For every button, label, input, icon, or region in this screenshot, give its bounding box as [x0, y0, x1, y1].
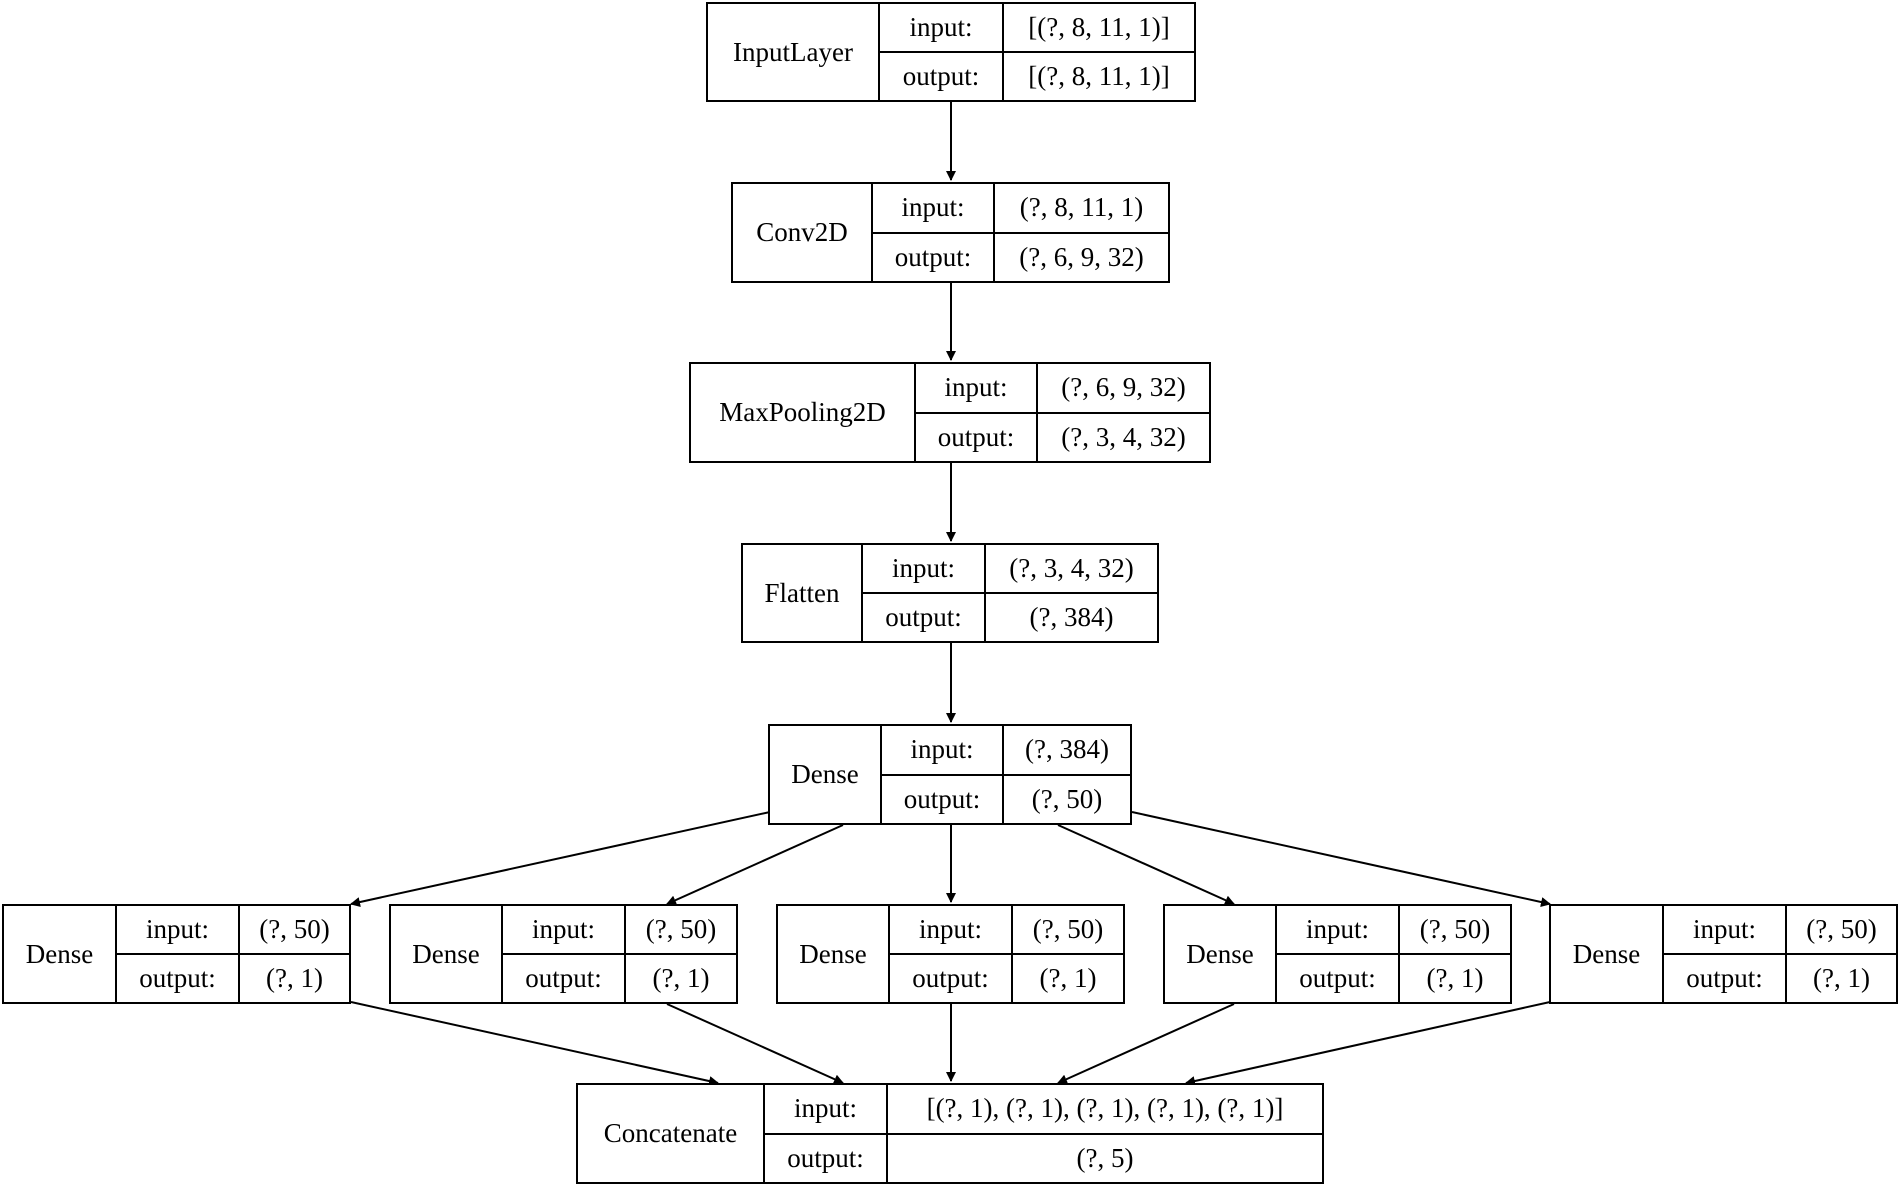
- input-shape: (?, 50): [626, 906, 736, 955]
- output-shape: (?, 1): [1426, 963, 1484, 993]
- input-shape: (?, 6, 9, 32): [1038, 364, 1209, 414]
- layer-name: Dense: [1551, 906, 1664, 1002]
- input-label: input:: [1277, 906, 1398, 955]
- output-shape: (?, 50): [1031, 783, 1103, 814]
- input-shape: [(?, 8, 11, 1)]: [1004, 4, 1194, 53]
- input-label: input:: [1664, 906, 1785, 955]
- layer-node-flatten: Flatten input: output: (?, 3, 4, 32) (?,…: [741, 543, 1159, 643]
- output-label: output:: [139, 963, 216, 993]
- layer-name: InputLayer: [708, 4, 880, 100]
- layer-name: Dense: [778, 906, 890, 1002]
- input-shape: (?, 3, 4, 32): [986, 545, 1157, 594]
- output-label: output:: [885, 602, 962, 632]
- input-label: input:: [882, 726, 1002, 776]
- layer-node-dense-hidden: Dense input: output: (?, 384) (?, 50): [768, 724, 1132, 825]
- layer-name: Dense: [1165, 906, 1277, 1002]
- output-shape: (?, 5): [1076, 1142, 1134, 1173]
- layer-node-dense-branch-1: Dense input: output: (?, 50) (?, 1): [2, 904, 351, 1004]
- edge-arrow-5: [350, 811, 771, 907]
- layer-name: Dense: [4, 906, 117, 1002]
- output-label: output:: [1299, 963, 1376, 993]
- output-label: output:: [787, 1142, 864, 1173]
- output-label: output:: [902, 61, 980, 91]
- edge-arrow-9: [1131, 811, 1551, 907]
- output-shape: (?, 1): [1039, 963, 1097, 993]
- input-label: input:: [880, 4, 1002, 53]
- input-label: input:: [503, 906, 624, 955]
- output-shape: (?, 1): [1813, 963, 1870, 993]
- output-label: output:: [1686, 963, 1763, 993]
- edge-arrow-6: [666, 824, 844, 905]
- layer-name: Dense: [770, 726, 882, 823]
- layer-node-conv2d: Conv2D input: output: (?, 8, 11, 1) (?, …: [731, 182, 1170, 283]
- input-shape: (?, 50): [1400, 906, 1510, 955]
- output-label: output:: [525, 963, 602, 993]
- edge-arrow-11: [666, 1003, 844, 1084]
- layer-name: Flatten: [743, 545, 863, 641]
- input-label: input:: [890, 906, 1011, 955]
- layer-name: Dense: [391, 906, 503, 1002]
- input-shape: (?, 50): [1013, 906, 1123, 955]
- layer-node-dense-branch-2: Dense input: output: (?, 50) (?, 1): [389, 904, 738, 1004]
- layer-node-dense-branch-5: Dense input: output: (?, 50) (?, 1): [1549, 904, 1898, 1004]
- input-shape: (?, 50): [1787, 906, 1896, 955]
- layer-node-concatenate: Concatenate input: output: [(?, 1), (?, …: [576, 1083, 1324, 1184]
- layer-node-dense-branch-4: Dense input: output: (?, 50) (?, 1): [1163, 904, 1512, 1004]
- layer-node-maxpooling2d: MaxPooling2D input: output: (?, 6, 9, 32…: [689, 362, 1211, 463]
- output-label: output:: [937, 421, 1015, 452]
- input-label: input:: [765, 1085, 886, 1135]
- input-shape: (?, 50): [240, 906, 349, 955]
- output-shape: (?, 1): [652, 963, 710, 993]
- layer-node-dense-branch-3: Dense input: output: (?, 50) (?, 1): [776, 904, 1125, 1004]
- output-shape: (?, 6, 9, 32): [1019, 241, 1144, 272]
- input-label: input:: [117, 906, 238, 955]
- output-label: output:: [894, 241, 972, 272]
- layer-node-inputlayer: InputLayer input: output: [(?, 8, 11, 1)…: [706, 2, 1196, 102]
- input-label: input:: [863, 545, 984, 594]
- input-shape: (?, 384): [1004, 726, 1130, 776]
- output-shape: (?, 384): [1029, 602, 1114, 632]
- input-shape: (?, 8, 11, 1): [995, 184, 1168, 234]
- output-label: output:: [912, 963, 989, 993]
- input-label: input:: [916, 364, 1036, 414]
- input-shape: [(?, 1), (?, 1), (?, 1), (?, 1), (?, 1)]: [888, 1085, 1322, 1135]
- layer-name: MaxPooling2D: [691, 364, 916, 461]
- edge-arrow-13: [1057, 1003, 1235, 1084]
- input-label: input:: [873, 184, 993, 234]
- output-shape: [(?, 8, 11, 1)]: [1028, 61, 1170, 91]
- edge-arrow-10: [350, 1001, 719, 1086]
- output-label: output:: [903, 783, 981, 814]
- layer-name: Concatenate: [578, 1085, 765, 1182]
- output-shape: (?, 3, 4, 32): [1061, 421, 1186, 452]
- edge-arrow-14: [1185, 1001, 1551, 1086]
- output-shape: (?, 1): [266, 963, 323, 993]
- edge-arrow-8: [1057, 824, 1235, 905]
- layer-name: Conv2D: [733, 184, 873, 281]
